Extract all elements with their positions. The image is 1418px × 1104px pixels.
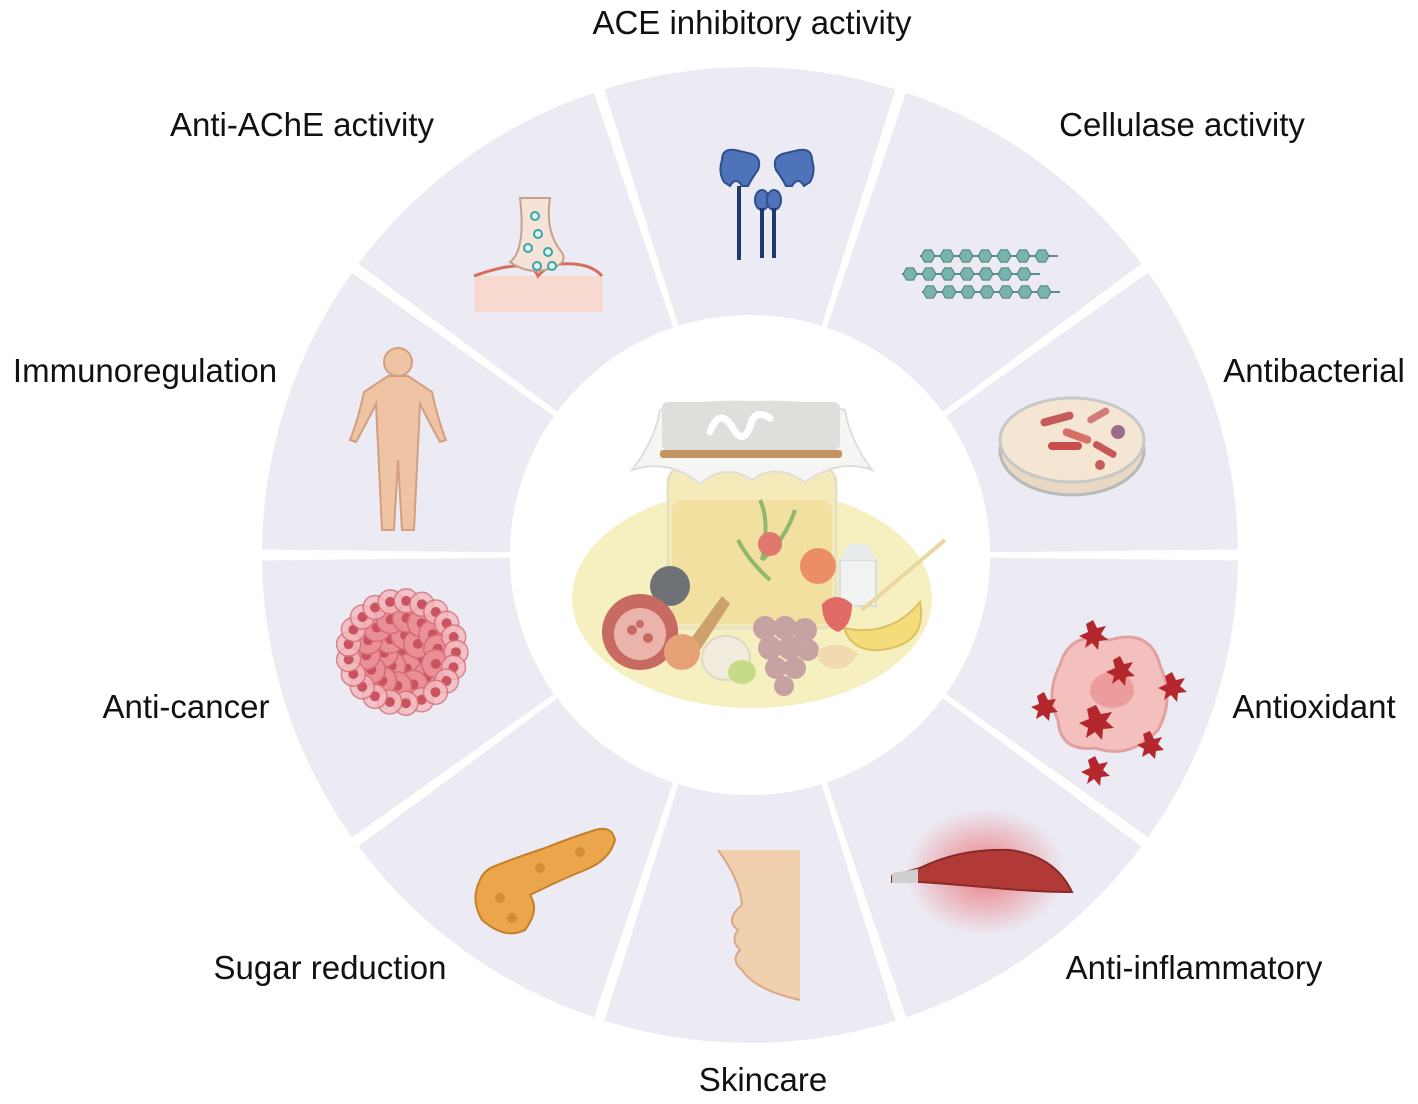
segment-anti-ache bbox=[358, 92, 674, 412]
label-skincare: Skincare bbox=[698, 1061, 828, 1098]
label-ace-inhibitory-activity: ACE inhibitory activity bbox=[592, 4, 912, 41]
label-antibacterial: Antibacterial bbox=[1223, 352, 1405, 389]
cellulose-chain-icon bbox=[902, 249, 1060, 299]
tumor-cells-icon bbox=[335, 588, 469, 716]
label-antioxidant: Antioxidant bbox=[1232, 688, 1396, 725]
human-body-icon bbox=[348, 347, 448, 531]
petri-dish-icon bbox=[998, 396, 1146, 497]
face-profile-icon bbox=[717, 849, 801, 1001]
label-anti-ache-activity: Anti-AChE activity bbox=[169, 106, 435, 143]
oxidized-cell-icon bbox=[1031, 620, 1187, 786]
fermented-jar-icon bbox=[572, 400, 947, 708]
label-sugar-reduction: Sugar reduction bbox=[213, 949, 447, 986]
label-anti-inflammatory: Anti-inflammatory bbox=[1065, 949, 1323, 986]
synapse-icon bbox=[473, 197, 604, 312]
label-immunoregulation: Immunoregulation bbox=[12, 352, 278, 389]
label-cellulase-activity: Cellulase activity bbox=[1059, 106, 1305, 143]
receptor-icon bbox=[719, 148, 815, 260]
label-anti-cancer: Anti-cancer bbox=[102, 688, 270, 725]
inflamed-muscle-icon bbox=[891, 808, 1074, 936]
pancreas-icon bbox=[474, 827, 617, 935]
segment-ace bbox=[604, 66, 896, 326]
